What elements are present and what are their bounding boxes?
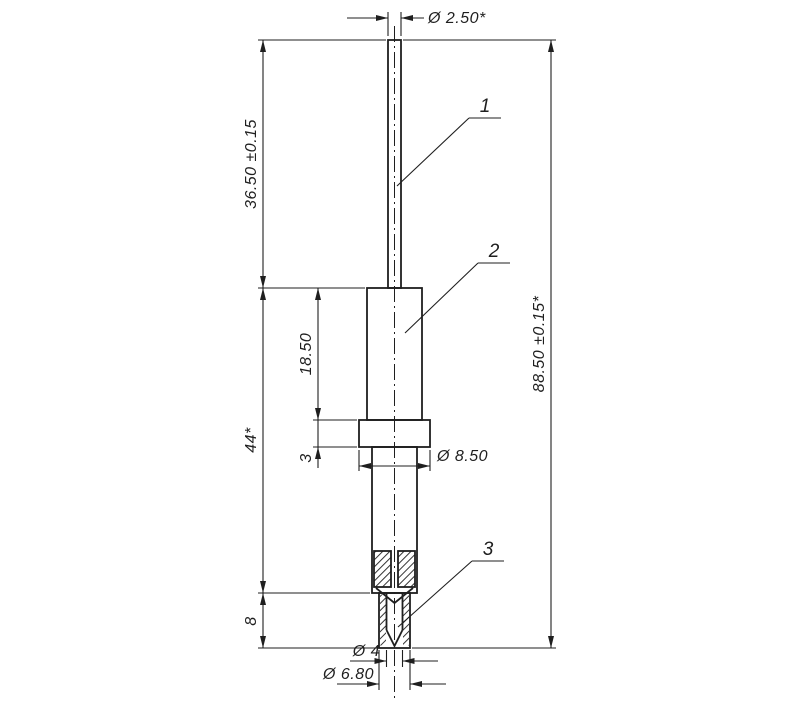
leader-line bbox=[397, 560, 473, 628]
dim-overall-length bbox=[403, 39, 556, 649]
dim-collar-thickness bbox=[313, 420, 357, 468]
dim-top-rod-diameter bbox=[347, 12, 424, 36]
callout-1 bbox=[396, 117, 501, 187]
dim-label-top-rod-diameter: Ø 2.50* bbox=[427, 10, 486, 27]
dim-middle-section-length bbox=[258, 288, 370, 594]
section-insert-hatch-right bbox=[397, 550, 416, 588]
callout-label-3: 3 bbox=[483, 539, 494, 560]
callout-label-1: 1 bbox=[480, 96, 491, 117]
callout-3 bbox=[397, 560, 504, 628]
tip-cone-lines bbox=[385, 629, 404, 649]
dim-label-middle-section-length: 44* bbox=[243, 427, 260, 453]
labels: Ø 2.50* 36.50 ±0.15 18.50 3 44* 8 Ø 8.50… bbox=[243, 10, 548, 683]
section-insert-hatch-left bbox=[373, 550, 392, 588]
dim-label-overall-length: 88.50 ±0.15* bbox=[531, 295, 548, 392]
dim-label-collar-diameter: Ø 8.50 bbox=[436, 448, 488, 465]
dim-top-section-length bbox=[258, 39, 386, 289]
dim-tip-bore-diameter bbox=[350, 650, 438, 667]
linework bbox=[258, 12, 556, 700]
dim-label-bottom-section-length: 8 bbox=[243, 616, 260, 625]
dim-bottom-section-length bbox=[258, 593, 377, 649]
part-outline bbox=[358, 39, 431, 649]
tube-wall-hatch-left bbox=[380, 594, 386, 646]
dim-label-body-length: 18.50 bbox=[298, 333, 315, 376]
callout-label-2: 2 bbox=[488, 241, 500, 262]
dim-label-tip-sleeve-diameter: Ø 6.80 bbox=[322, 666, 374, 683]
callout-2 bbox=[404, 262, 510, 334]
extension-lines bbox=[403, 39, 556, 649]
leader-line bbox=[396, 117, 470, 187]
dim-label-top-section-length: 36.50 ±0.15 bbox=[243, 119, 260, 209]
dim-label-tip-bore-diameter: Ø 4 bbox=[352, 643, 380, 660]
dim-tip-sleeve-diameter bbox=[337, 650, 446, 690]
extension-lines bbox=[258, 39, 386, 289]
dim-label-collar-thickness: 3 bbox=[298, 453, 315, 462]
dim-collar-diameter bbox=[358, 450, 431, 471]
leader-line bbox=[404, 262, 479, 334]
dim-body-length bbox=[313, 288, 357, 421]
bore-lines bbox=[385, 593, 404, 630]
